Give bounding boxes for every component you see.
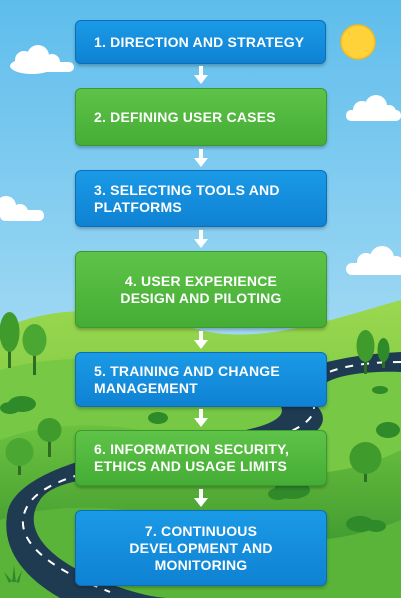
step-label: 3. SELECTING TOOLS AND PLATFORMS (94, 181, 280, 215)
step-2-defining-user-cases: 2. DEFINING USER CASES (75, 88, 327, 146)
arrow-down-icon (194, 409, 208, 427)
step-1-direction-strategy: 1. DIRECTION AND STRATEGY (75, 20, 326, 64)
tree-icon (37, 418, 62, 457)
step-4-ux-design-piloting: 4. USER EXPERIENCE DESIGN AND PILOTING (75, 251, 327, 328)
cloud-icon (346, 246, 401, 275)
arrow-down-icon (194, 489, 208, 507)
step-label: 2. DEFINING USER CASES (94, 108, 276, 125)
road (6, 352, 401, 598)
cloud-icon (10, 45, 74, 74)
arrow-down-icon (194, 331, 208, 349)
plant-icon (4, 565, 22, 583)
tree-icon (377, 338, 390, 368)
step-3-selecting-tools: 3. SELECTING TOOLS AND PLATFORMS (75, 170, 327, 227)
bush-icon (148, 412, 168, 424)
arrow-down-icon (194, 66, 208, 84)
arrow-down-icon (194, 149, 208, 167)
step-7-continuous-development: 7. CONTINUOUS DEVELOPMENT AND MONITORING (75, 510, 327, 586)
step-label: 4. USER EXPERIENCE DESIGN AND PILOTING (120, 272, 282, 306)
tree-icon (349, 442, 382, 482)
cloud-icon (346, 95, 401, 121)
step-label: 6. INFORMATION SECURITY, ETHICS AND USAG… (94, 441, 290, 474)
tree-icon (356, 330, 375, 374)
arrow-down-icon (194, 230, 208, 248)
step-label: 7. CONTINUOUS DEVELOPMENT AND MONITORING (129, 522, 273, 573)
bush-icon (0, 396, 36, 414)
sun-icon (340, 24, 376, 60)
step-5-training-change-management: 5. TRAINING AND CHANGE MANAGEMENT (75, 352, 327, 407)
bush-icon (372, 386, 388, 394)
cloud-icon (0, 196, 44, 221)
step-6-information-security: 6. INFORMATION SECURITY, ETHICS AND USAG… (75, 430, 327, 486)
step-label: 1. DIRECTION AND STRATEGY (94, 33, 305, 50)
bush-icon (376, 422, 400, 438)
tree-icon (5, 438, 34, 475)
bush-icon (346, 516, 386, 532)
tree-icon (0, 312, 20, 368)
step-label: 5. TRAINING AND CHANGE MANAGEMENT (94, 362, 280, 396)
tree-icon (22, 324, 47, 375)
